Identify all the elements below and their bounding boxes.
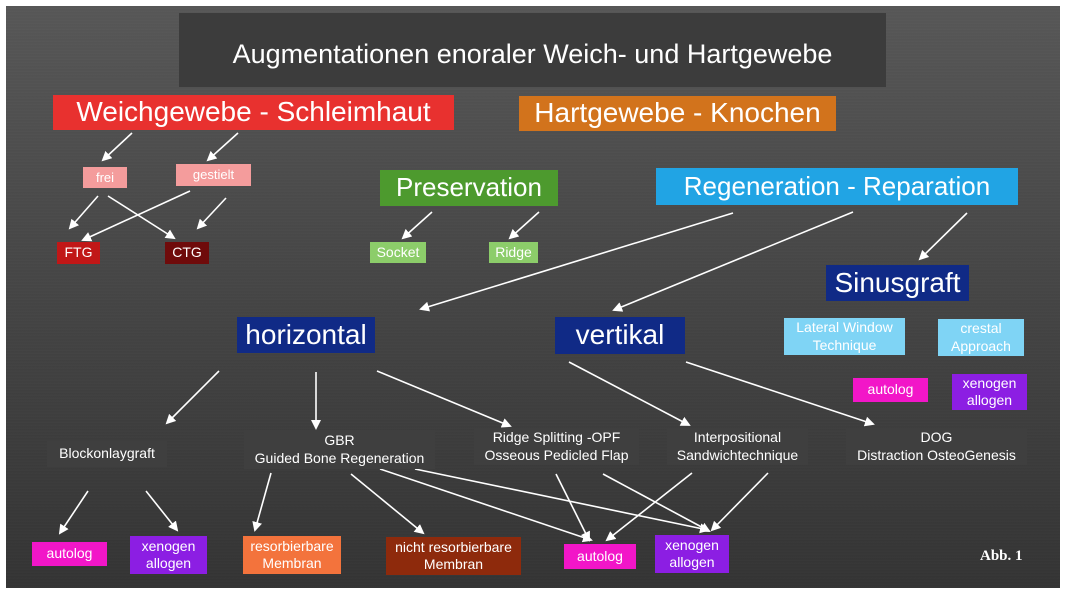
- gbr-line-1: GBR: [324, 432, 355, 449]
- horizontal-box: horizontal: [237, 317, 375, 353]
- ctg-box: CTG: [165, 242, 209, 264]
- xenogen-line-2: allogen: [669, 554, 715, 570]
- sinusgraft-box: Sinusgraft: [826, 265, 969, 301]
- blockonlaygraft-box: Blockonlaygraft: [47, 441, 167, 467]
- gbr-line-2: Guided Bone Regeneration: [254, 449, 425, 466]
- interpositional-line-1: Interpositional: [693, 429, 782, 446]
- figure-label: Abb. 1: [980, 548, 1023, 564]
- crestal-line-1: crestal: [960, 320, 1002, 337]
- hartgewebe-box: Hartgewebe - Knochen: [519, 96, 836, 131]
- gestielt-box: gestielt: [176, 164, 251, 186]
- lateral-window-line-2: Technique: [812, 336, 877, 353]
- lateral-window-line-1: Lateral Window: [796, 319, 893, 336]
- block-autolog-box: autolog: [32, 542, 107, 566]
- vertikal-box: vertikal: [555, 317, 685, 354]
- resorbierbare-line-2: Membran: [262, 555, 322, 571]
- xenogen-line-1: xenogen: [665, 536, 719, 553]
- regeneration-box: Regeneration - Reparation: [656, 168, 1018, 205]
- block-xenogen-line-1: xenogen: [141, 537, 196, 554]
- ridge-splitting-line-1: Ridge Splitting -OPF: [492, 429, 621, 446]
- ridge-splitting-line-2: Osseous Pedicled Flap: [484, 446, 629, 463]
- dog-line-1: DOG: [920, 429, 953, 446]
- sinus-autolog-box: autolog: [853, 378, 928, 402]
- preservation-box: Preservation: [380, 170, 558, 206]
- autolog-box: autolog: [564, 544, 636, 569]
- ftg-box: FTG: [57, 242, 100, 264]
- block-xenogen-line-2: allogen: [145, 555, 192, 571]
- frei-box: frei: [83, 167, 127, 188]
- resorbierbare-line-1: resorbierbare: [250, 537, 334, 554]
- crestal-line-2: Approach: [951, 337, 1011, 354]
- nicht-resorbierbare-line-2: Membran: [423, 556, 484, 572]
- sinus-xenogen-line-2: allogen: [966, 392, 1013, 408]
- page-title: Augmentationen enoraler Weich- und Hartg…: [179, 13, 886, 87]
- nicht-resorbierbare-line-1: nicht resorbierbare: [395, 538, 512, 555]
- dog-line-2: Distraction OsteoGenesis: [857, 446, 1016, 463]
- socket-box: Socket: [370, 242, 426, 263]
- sinus-xenogen-line-1: xenogen: [962, 374, 1017, 391]
- ridge-box: Ridge: [489, 242, 538, 263]
- interpositional-line-2: Sandwichtechnique: [676, 446, 799, 463]
- weichgewebe-box: Weichgewebe - Schleimhaut: [53, 95, 454, 130]
